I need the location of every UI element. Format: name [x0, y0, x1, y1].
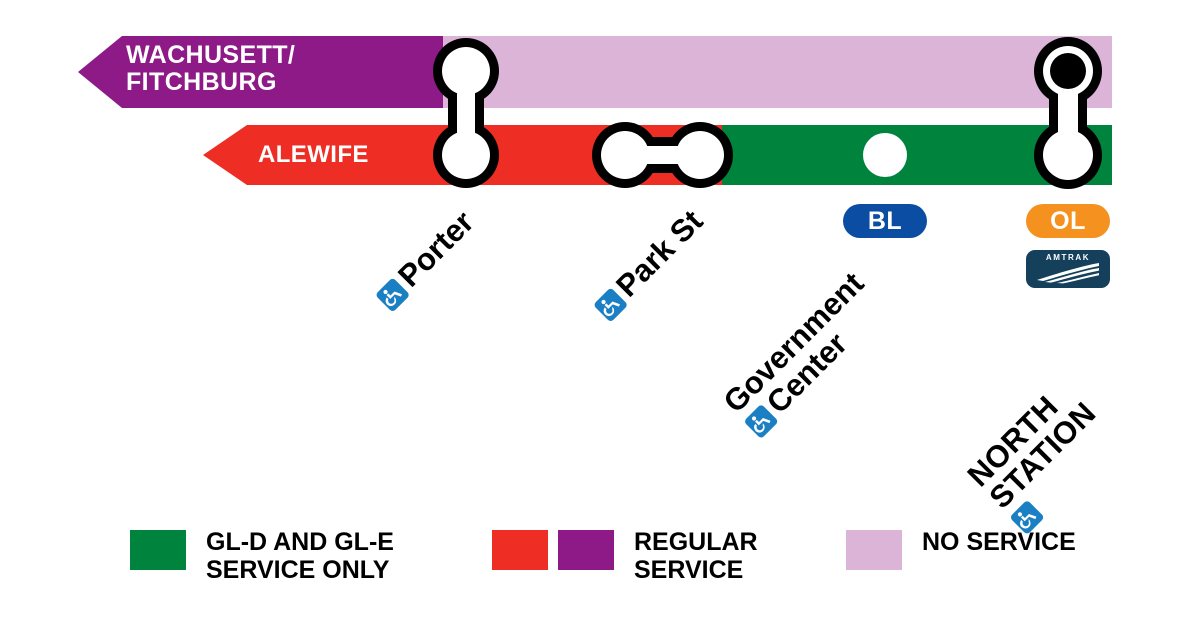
wheelchair-accessible-icon: [743, 403, 783, 443]
legend-label: REGULAR SERVICE: [634, 528, 758, 585]
band-commuter-rail-regular: [78, 36, 443, 108]
station-marker-porter[interactable]: [433, 38, 499, 188]
amtrak-swoosh-icon: [1037, 263, 1099, 284]
station-label-north-station-accessibility-line: [1006, 418, 1126, 538]
station-marker-government-center[interactable]: [863, 133, 907, 177]
amtrak-wordmark: AMTRAK: [1045, 253, 1091, 262]
legend-swatch-light-purple: [846, 530, 902, 570]
station-label-park-st-line-1: Park St: [588, 203, 713, 328]
station-marker-north-station[interactable]: [1034, 37, 1102, 189]
wheelchair-accessible-icon: [1009, 499, 1049, 539]
wheelchair-accessible-icon: [373, 275, 416, 318]
legend-swatches: [492, 530, 614, 570]
station-label-porter-line-1: Porter: [370, 204, 484, 318]
line-label-commuter-rail: WACHUSETT/ FITCHBURG: [126, 41, 296, 96]
line-badge-orange-line[interactable]: OL: [1026, 204, 1110, 238]
legend-swatch-red: [492, 530, 548, 570]
legend-item-gl-d-gl-e-service-only: GL-D AND GL-E SERVICE ONLY: [130, 528, 394, 585]
station-label-porter[interactable]: Porter: [370, 204, 484, 318]
station-label-government-center[interactable]: Government Center: [717, 265, 894, 443]
band-commuter-rail-no-service: [443, 36, 1112, 108]
station-marker-park-st[interactable]: [592, 122, 733, 188]
station-label-park-st[interactable]: Park St: [588, 203, 713, 328]
legend-item-no-service: NO SERVICE: [846, 528, 1076, 570]
station-label-north-station[interactable]: NORTH STATION: [961, 375, 1126, 539]
legend-item-regular-service: REGULAR SERVICE: [492, 528, 758, 585]
wheelchair-accessible-icon: [591, 285, 634, 328]
legend: GL-D AND GL-E SERVICE ONLY REGULAR SERVI…: [0, 528, 1200, 598]
legend-swatch-green: [130, 530, 186, 570]
amtrak-badge[interactable]: AMTRAK: [1026, 250, 1110, 288]
legend-label: GL-D AND GL-E SERVICE ONLY: [206, 528, 394, 585]
legend-label: NO SERVICE: [922, 528, 1076, 556]
station-label-government-center-line-2: Center: [740, 289, 894, 443]
legend-swatch-purple: [558, 530, 614, 570]
legend-swatches: [130, 530, 186, 570]
line-badge-blue-line[interactable]: BL: [843, 204, 927, 238]
legend-swatches: [846, 530, 902, 570]
line-label-subway: ALEWIFE: [258, 141, 369, 168]
